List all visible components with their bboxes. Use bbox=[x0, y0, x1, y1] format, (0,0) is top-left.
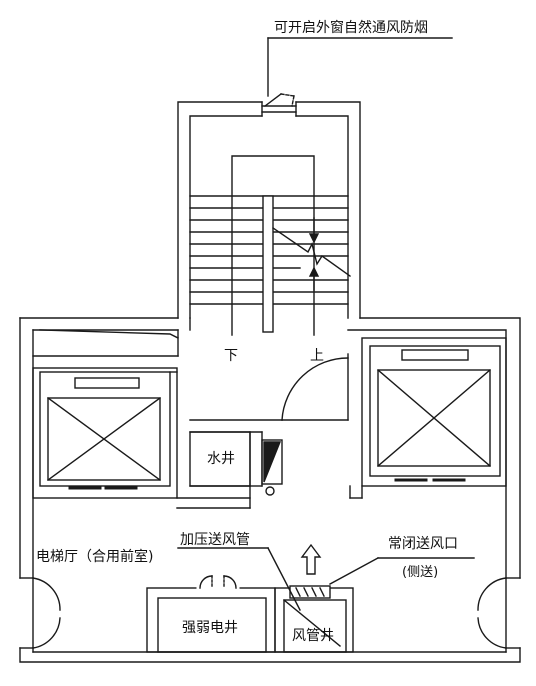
duct-shaft-label: 风管井 bbox=[292, 628, 334, 644]
electric-shaft-label: 强弱电井 bbox=[182, 620, 238, 636]
left-elevator-shaft bbox=[32, 367, 178, 499]
openable-window-icon bbox=[261, 93, 297, 113]
stair-up-arrow bbox=[308, 266, 320, 291]
pressurized-duct-leader bbox=[177, 547, 301, 611]
normally-closed-outlet-label: 常闭送风口 bbox=[388, 536, 458, 552]
pressurized-duct-label: 加压送风管 bbox=[180, 532, 250, 548]
stair-break-line bbox=[272, 227, 351, 277]
airflow-arrow-icon bbox=[300, 543, 322, 575]
top-annotation-label: 可开启外窗自然通风防烟 bbox=[274, 19, 428, 36]
left-exterior-door bbox=[32, 577, 61, 649]
stair-down-label: 下 bbox=[224, 348, 238, 364]
left-ceiling-band bbox=[32, 329, 179, 357]
stair-path-outline bbox=[231, 155, 315, 336]
right-elevator-shaft bbox=[349, 337, 507, 499]
water-shaft-label: 水井 bbox=[207, 451, 235, 467]
stair-handrail bbox=[262, 195, 274, 333]
duct-shaft bbox=[274, 585, 354, 653]
stair-up-label: 上 bbox=[310, 348, 324, 364]
water-shaft bbox=[189, 431, 283, 496]
outlet-leader bbox=[329, 557, 475, 585]
stair-bottom-wall bbox=[189, 419, 283, 433]
electric-shaft bbox=[146, 575, 276, 653]
right-exterior-door bbox=[477, 577, 507, 649]
elevator-hall-label: 电梯厅（合用前室) bbox=[36, 548, 153, 565]
top-annotation-leader bbox=[267, 37, 453, 97]
side-supply-label: (侧送) bbox=[402, 565, 438, 580]
left-partition bbox=[176, 485, 251, 509]
stair-down-arrow bbox=[308, 217, 320, 244]
stair-door bbox=[281, 353, 349, 421]
stairwell-walls bbox=[177, 101, 361, 319]
